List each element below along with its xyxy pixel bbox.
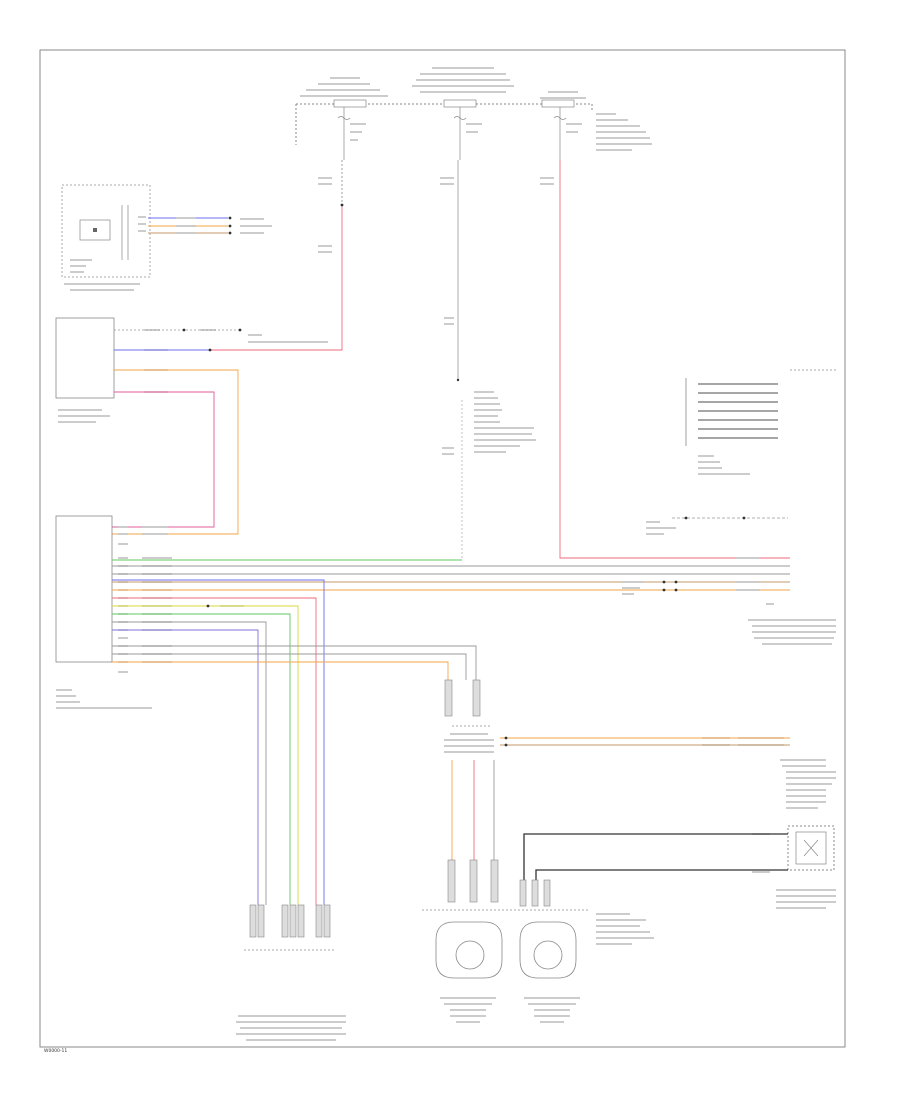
tcu-connector [444,679,790,860]
right-connector-labels [622,557,836,645]
selector-lever [523,759,836,909]
instrument-cluster [61,184,272,291]
speed-sensors [422,859,654,1023]
diagram-code: W0000-11 [44,1048,67,1054]
fuse-relay-panel [295,67,652,160]
feed-fuse-3 [559,160,790,559]
engine-control-module [55,515,790,905]
diagram-frame [39,49,846,1048]
engine-control-right [646,369,836,535]
abs-harness [236,904,346,1041]
front-module [55,205,343,535]
brake-switch-note [442,391,536,560]
